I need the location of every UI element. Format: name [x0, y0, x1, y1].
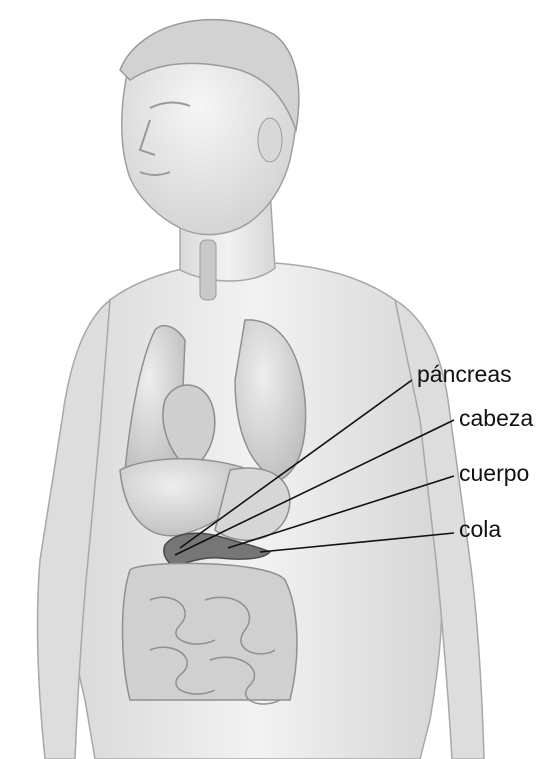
intestines: [123, 563, 297, 704]
ear: [258, 118, 282, 162]
trachea: [200, 240, 216, 300]
label-tail: cola: [459, 516, 501, 542]
label-head: cabeza: [459, 405, 533, 431]
label-pancreas: páncreas: [417, 361, 512, 387]
label-body: cuerpo: [459, 460, 529, 486]
human-body-illustration: [38, 20, 484, 759]
